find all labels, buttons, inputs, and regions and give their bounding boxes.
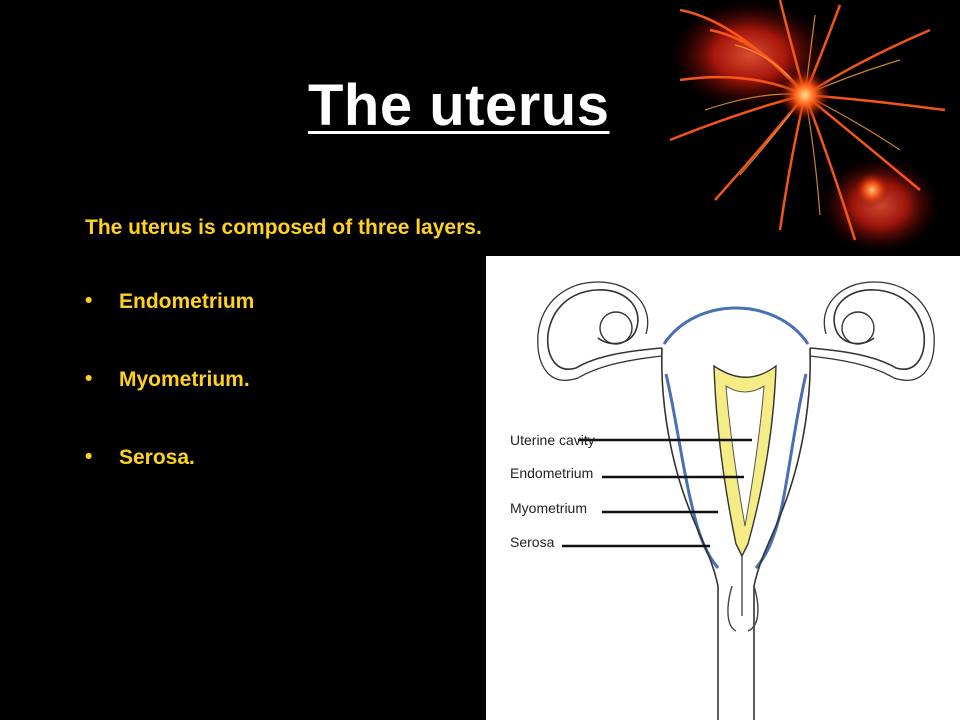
cavity-inner xyxy=(725,385,765,527)
slide-title: The uterus xyxy=(308,73,610,138)
uterus-diagram: Uterine cavity Endometrium Myometrium Se… xyxy=(486,256,960,720)
left-tube xyxy=(547,289,663,370)
label-endometrium: Endometrium xyxy=(510,465,593,481)
bullet-icon: • xyxy=(85,367,93,390)
uterus-illustration: Uterine cavity Endometrium Myometrium Se… xyxy=(510,281,935,720)
red-starburst-flower-icon xyxy=(669,0,946,253)
list-item: • Serosa. xyxy=(85,445,254,524)
bullet-icon: • xyxy=(85,289,93,312)
cervix xyxy=(727,556,759,632)
list-item: • Myometrium. xyxy=(85,367,254,446)
right-tube xyxy=(809,289,925,370)
list-item: • Endometrium xyxy=(85,289,255,368)
intro-text: The uterus is composed of three layers. xyxy=(85,216,482,239)
bullet-icon: • xyxy=(85,445,93,468)
list-item-label: Serosa. xyxy=(119,446,195,469)
body-outline xyxy=(660,347,812,720)
label-uterine-cavity: Uterine cavity xyxy=(510,432,595,448)
label-myometrium: Myometrium xyxy=(510,500,587,516)
label-serosa: Serosa xyxy=(510,534,555,550)
fundus-outline xyxy=(662,306,810,345)
list-item-label: Endometrium xyxy=(119,290,255,313)
layer-list: • Endometrium • Myometrium. • Serosa. xyxy=(85,289,255,524)
list-item-label: Myometrium. xyxy=(119,368,250,391)
